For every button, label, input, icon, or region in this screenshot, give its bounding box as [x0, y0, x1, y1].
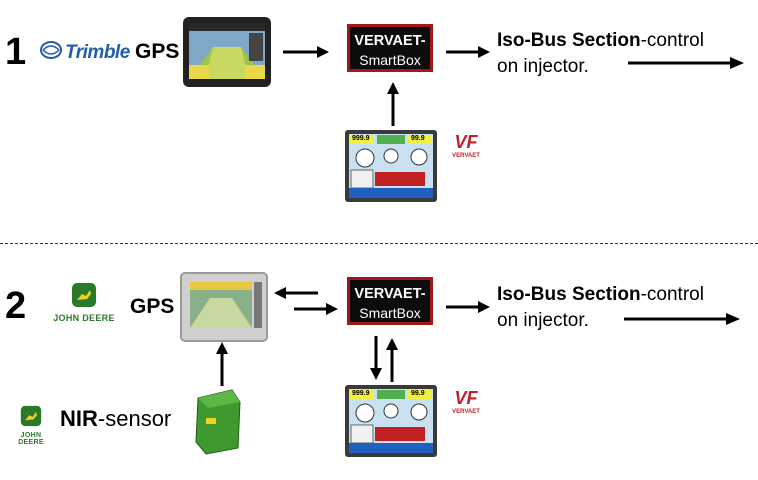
nir-sensor-device	[192, 388, 244, 461]
terminal-value-right-1: 99.9	[411, 135, 425, 142]
arrow-output-2	[624, 312, 744, 331]
arrow-box-to-gps-2	[272, 286, 320, 305]
smartbox2-line2: SmartBox	[359, 305, 421, 321]
trimble-gps-terminal	[183, 17, 271, 87]
trimble-screen-image	[189, 23, 265, 79]
terminal-value-left-2: 999.9	[352, 390, 370, 397]
nir-sensor-label: NIR-sensor	[60, 406, 171, 432]
iso-bus-bold-1: Iso-Bus Section	[497, 30, 641, 51]
vervaet-terminal-screen-2	[349, 389, 433, 453]
vf-logo-name-2: VERVAET	[452, 409, 480, 415]
arrow-gps-to-box-1	[283, 45, 331, 64]
vervaet-smartbox-2: VERVAET- SmartBox	[347, 277, 433, 325]
nir-bold: NIR	[60, 406, 98, 431]
iso-bus-bold-2: Iso-Bus Section	[497, 284, 641, 305]
john-deere-logo-nir: JOHN DEERE	[8, 405, 54, 446]
iso-bus-text-1: Iso-Bus Section-control on injector.	[497, 28, 704, 80]
john-deere-screen-image	[190, 282, 262, 328]
iso-bus-text-2: Iso-Bus Section-control on injector.	[497, 282, 704, 334]
iso-bus-line2-2: on injector.	[497, 310, 589, 331]
step-number-2: 2	[5, 285, 27, 327]
vf-logo-name-1: VERVAET	[452, 153, 480, 159]
arrow-output-1	[628, 56, 748, 75]
terminal-value-right-2: 99.9	[411, 390, 425, 397]
arrow-gps-to-box-2	[294, 302, 342, 321]
terminal-value-left-1: 999.9	[352, 135, 370, 142]
john-deere-logo-gps: JOHN DEERE	[53, 282, 115, 323]
trimble-wordmark: Trimble	[65, 41, 130, 63]
iso-bus-rest-1: -control	[640, 30, 704, 51]
smartbox2-line1: VERVAET-	[354, 286, 426, 302]
vervaet-terminal-1: 999.9 99.9	[345, 130, 437, 202]
arrow-box-to-iso-2	[446, 300, 492, 319]
nir-rest: -sensor	[97, 406, 172, 431]
john-deere-gps-terminal	[180, 272, 268, 342]
vervaet-terminal-2: 999.9 99.9	[345, 385, 437, 457]
step-number-1: 1	[5, 31, 27, 73]
arrow-box-to-terminal-2	[368, 336, 384, 387]
gps-label-1: GPS	[135, 40, 180, 63]
john-deere-wordmark-nir: JOHN DEERE	[18, 432, 44, 446]
arrow-nir-to-gps	[214, 340, 230, 391]
vervaet-terminal-screen-1	[349, 134, 433, 198]
arrow-terminal-to-box-1	[385, 80, 401, 131]
arrow-box-to-iso-1	[446, 45, 492, 64]
gps-label-2: GPS	[130, 295, 175, 318]
trimble-globe-icon	[40, 40, 62, 65]
iso-bus-rest-2: -control	[640, 284, 704, 305]
smartbox-line2: SmartBox	[359, 52, 421, 68]
arrow-terminal-to-box-2	[384, 336, 400, 387]
vervaet-smartbox-1: VERVAET- SmartBox	[347, 24, 433, 72]
section-divider	[0, 243, 758, 244]
john-deere-wordmark-gps: JOHN DEERE	[53, 313, 115, 323]
vf-logo-mark-2: VF	[454, 388, 478, 408]
vf-logo-mark-1: VF	[454, 132, 478, 152]
john-deere-deer-icon-nir	[20, 405, 42, 427]
vervaet-logo-1: VF VERVAET	[448, 132, 484, 159]
vervaet-logo-2: VF VERVAET	[448, 388, 484, 415]
iso-bus-line2-1: on injector.	[497, 56, 589, 77]
smartbox-line1: VERVAET-	[354, 33, 426, 49]
trimble-logo: Trimble	[40, 40, 130, 65]
john-deere-deer-icon	[72, 283, 96, 307]
